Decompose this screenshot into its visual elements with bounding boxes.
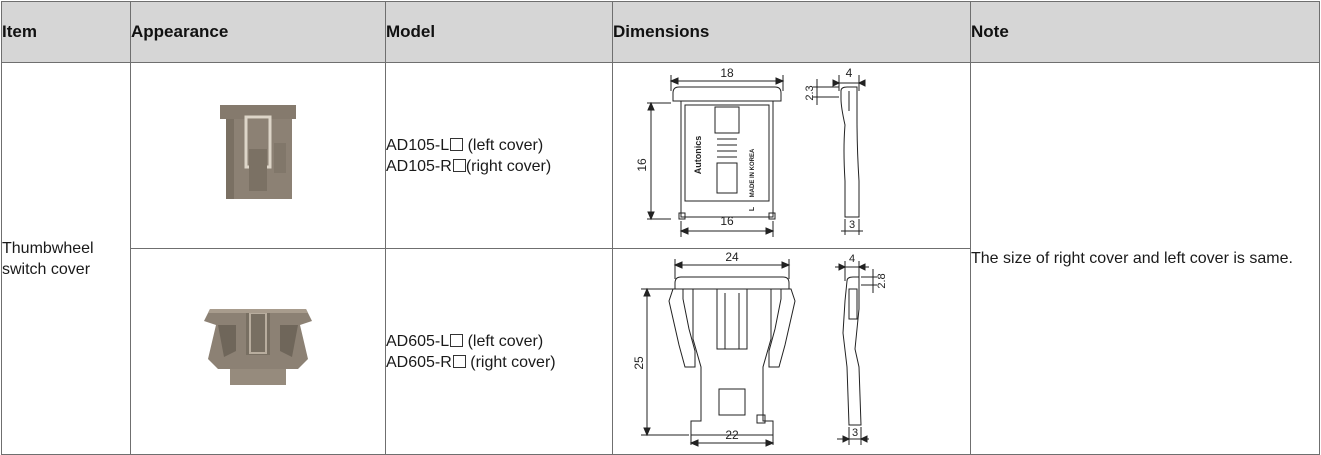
drawing-origin-text: MADE IN KOREA — [750, 148, 756, 197]
drawing-brand-text: Autonics — [693, 136, 703, 175]
item-label-line1: Thumbwheel — [2, 239, 94, 257]
dim-top-thickness: 2.3 — [804, 85, 816, 100]
ad605-photo-image — [204, 309, 312, 385]
placeholder-square-icon — [452, 158, 466, 172]
model-ad105-right: AD105-R(right cover) — [386, 157, 552, 175]
model-ad605: AD605-L (left cover) AD605-R (right cove… — [385, 248, 613, 455]
dim605-height: 25 — [632, 356, 646, 370]
header-model: Model — [385, 1, 613, 63]
header-appearance: Appearance — [130, 1, 386, 63]
ad605-dimension-drawing: 24 25 22 — [632, 250, 888, 447]
dim-width-bottom: 16 — [720, 214, 734, 228]
placeholder-square-icon — [450, 333, 464, 347]
model-ad105: AD105-L (left cover) AD105-R(right cover… — [385, 62, 613, 249]
dimensions-ad605: 24 25 22 — [612, 248, 971, 455]
dim605-bottom-thickness: 3 — [852, 427, 858, 439]
table-row-ad105: Thumbwheel switch cover AD105-L (left co… — [1, 62, 1320, 455]
dim605-top-thickness: 2.8 — [876, 273, 888, 288]
table-row-ad605: AD605-L (left cover) AD605-R (right cove… — [2, 248, 1320, 455]
note-cell: The size of right cover and left cover i… — [970, 62, 1320, 455]
dim-depth: 4 — [846, 66, 853, 80]
header-row: Item Appearance Model Dimensions Note — [1, 1, 1320, 63]
dim605-width-top: 24 — [725, 250, 739, 264]
dim605-width-bottom: 22 — [725, 428, 739, 442]
header-note: Note — [970, 1, 1320, 63]
header-dimensions: Dimensions — [612, 1, 971, 63]
model-ad605-right: AD605-R (right cover) — [386, 353, 556, 371]
dimensions-ad105: 18 Autonics MADE IN KOREA L 16 — [612, 62, 971, 249]
model-ad605-left: AD605-L (left cover) — [386, 332, 544, 350]
placeholder-square-icon — [450, 137, 464, 151]
drawing-side-letter: L — [749, 206, 756, 211]
header-item: Item — [1, 1, 131, 63]
dim-bottom-thickness: 3 — [849, 219, 855, 231]
placeholder-square-icon — [452, 354, 466, 368]
ad105-dimension-drawing: 18 Autonics MADE IN KOREA L 16 — [635, 66, 866, 237]
ad105-photo-image — [220, 105, 296, 199]
dim-width-top: 18 — [720, 66, 734, 80]
dim-height: 16 — [635, 158, 649, 172]
item-cell: Thumbwheel switch cover — [1, 62, 131, 455]
dim605-depth: 4 — [849, 253, 855, 265]
appearance-ad605 — [130, 248, 386, 455]
item-label-line2: switch cover — [2, 260, 91, 278]
model-ad105-left: AD105-L (left cover) — [386, 136, 544, 154]
appearance-ad105 — [130, 62, 386, 249]
